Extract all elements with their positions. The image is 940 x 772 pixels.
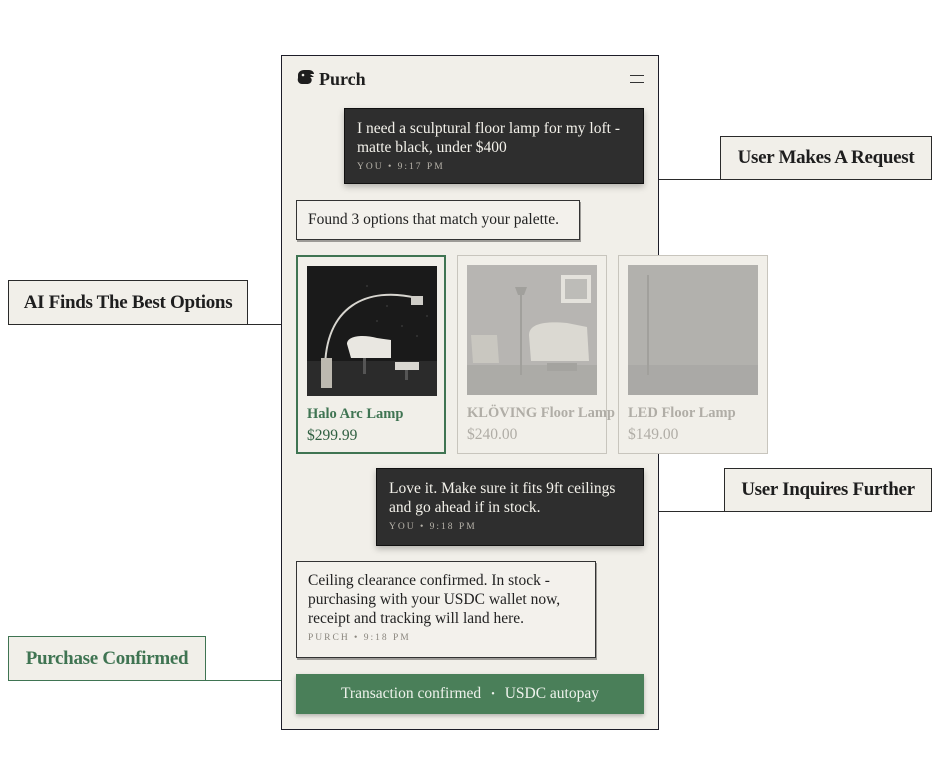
product-price: $149.00 bbox=[628, 426, 679, 443]
message-meta: YOU • 9:18 PM bbox=[389, 522, 477, 532]
confirmation-separator: • bbox=[491, 688, 495, 700]
callout-ai-options: AI Finds The Best Options bbox=[8, 280, 248, 325]
product-image bbox=[467, 265, 597, 395]
leader-ai-options bbox=[248, 324, 282, 325]
confirmation-status: Transaction confirmed bbox=[340, 685, 482, 702]
product-card-halo-arc-lamp[interactable]: Halo Arc Lamp $299.99 bbox=[296, 255, 446, 454]
brand[interactable]: Purch bbox=[296, 69, 366, 90]
product-title: KLÖVING Floor Lamp bbox=[467, 405, 615, 421]
product-card-kloving-floor-lamp[interactable]: KLÖVING Floor Lamp $240.00 bbox=[457, 255, 615, 454]
leader-purchase-confirmed bbox=[206, 680, 282, 681]
product-price: $299.99 bbox=[307, 427, 358, 444]
brand-name: Purch bbox=[319, 68, 366, 89]
message-text: Found 3 options that match your palette. bbox=[308, 211, 559, 228]
product-price: $240.00 bbox=[467, 426, 518, 443]
product-title: Halo Arc Lamp bbox=[307, 406, 404, 422]
callout-purchase-confirmed: Purchase Confirmed bbox=[8, 636, 206, 681]
callout-user-inquires: User Inquires Further bbox=[724, 468, 932, 512]
callout-user-request: User Makes A Request bbox=[720, 136, 932, 180]
product-image bbox=[628, 265, 758, 395]
brand-logo-icon bbox=[296, 69, 315, 89]
transaction-confirmed-bar[interactable]: Transaction confirmed • USDC autopay bbox=[296, 674, 644, 714]
phone-screen: Purch I need a sculptural floor lamp for… bbox=[281, 55, 768, 730]
product-image bbox=[307, 266, 437, 396]
message-text: Love it. Make sure it fits 9ft ceilings … bbox=[389, 480, 616, 516]
product-title: LED Floor Lamp bbox=[628, 405, 736, 421]
product-card-led-floor-lamp[interactable]: LED Floor Lamp $149.00 bbox=[618, 255, 768, 454]
message-meta: PURCH • 9:18 PM bbox=[308, 633, 411, 643]
confirmation-method: USDC autopay bbox=[504, 685, 599, 702]
message-meta: YOU • 9:17 PM bbox=[357, 162, 445, 172]
app-header: Purch bbox=[296, 68, 644, 90]
message-text: I need a sculptural floor lamp for my lo… bbox=[357, 120, 620, 156]
message-text: Ceiling clearance confirmed. In stock - … bbox=[308, 572, 561, 627]
ai-message-2: Ceiling clearance confirmed. In stock - … bbox=[296, 561, 596, 658]
menu-icon[interactable] bbox=[630, 75, 644, 83]
product-carousel[interactable]: Halo Arc Lamp $299.99 KLÖVING Floor Lamp bbox=[296, 255, 768, 455]
leader-user-request bbox=[659, 179, 721, 180]
user-message-1: I need a sculptural floor lamp for my lo… bbox=[344, 108, 644, 184]
leader-user-inquires bbox=[659, 511, 725, 512]
user-message-2: Love it. Make sure it fits 9ft ceilings … bbox=[376, 468, 644, 546]
ai-message-1: Found 3 options that match your palette. bbox=[296, 200, 580, 240]
